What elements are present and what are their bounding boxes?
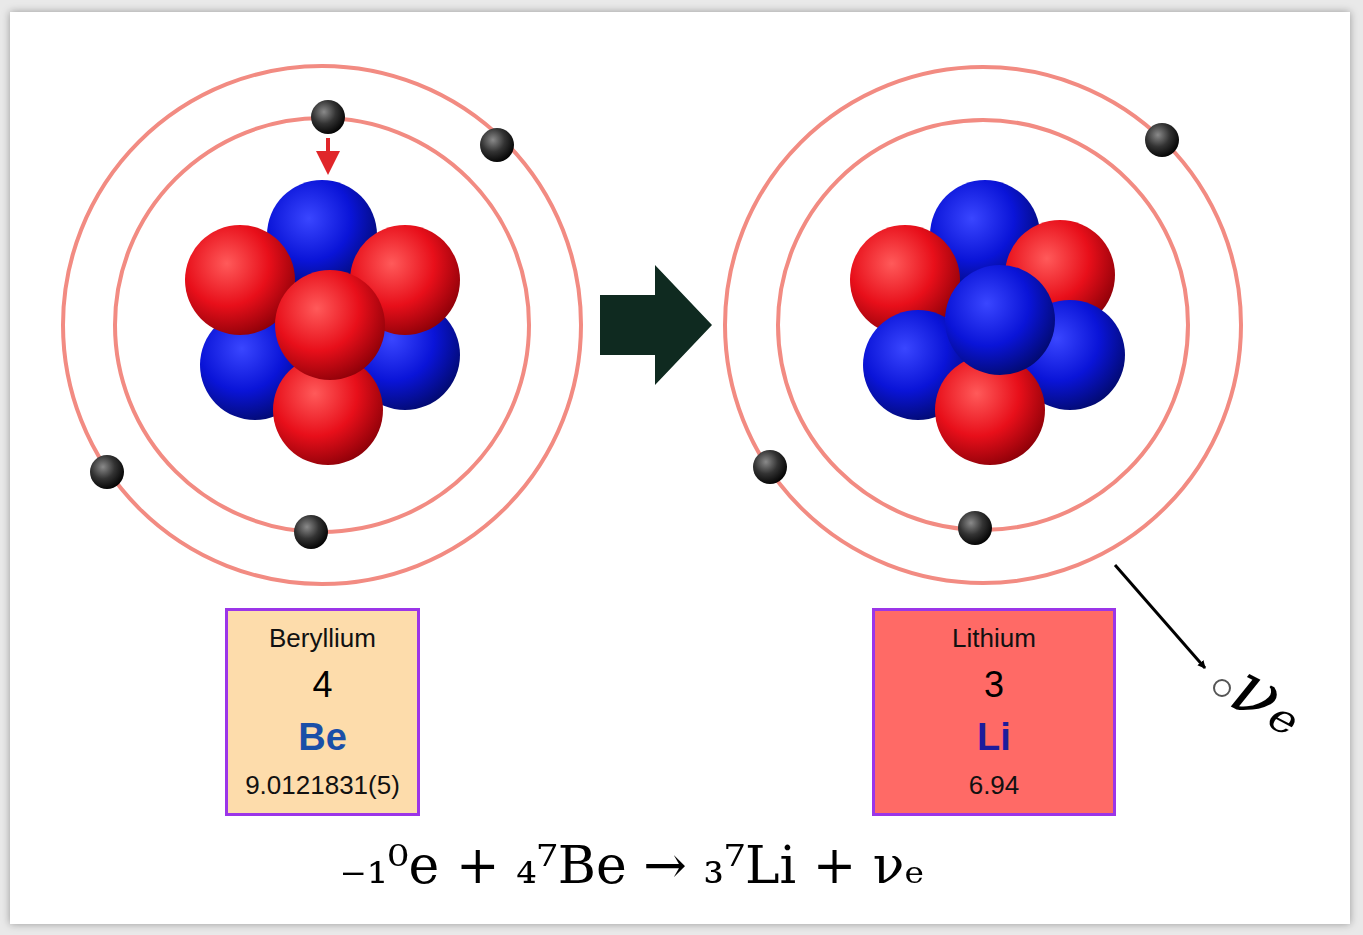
capture-arrow: [326, 138, 330, 163]
inner-orbit: [778, 120, 1188, 530]
atomic-mass: 9.0121831(5): [245, 772, 400, 799]
beryllium-atom: [63, 66, 581, 584]
atomic-mass: 6.94: [969, 772, 1020, 799]
neutrino-arrow: [1115, 565, 1205, 668]
atomic-number: 4: [312, 666, 332, 704]
nucleus: [850, 180, 1125, 465]
element-symbol: Be: [298, 718, 347, 758]
electrons: [753, 123, 1179, 545]
nucleus: [185, 180, 460, 465]
reaction-equation: ₋₁⁰e + ₄⁷Be → ₃⁷Li + νₑ: [339, 835, 924, 895]
inner-orbit: [115, 118, 529, 532]
electrons: [90, 100, 514, 549]
atomic-number: 3: [984, 666, 1004, 704]
element-symbol: Li: [977, 718, 1011, 758]
outer-orbit: [725, 67, 1241, 583]
lithium-atom: [725, 67, 1241, 583]
neutrino-symbol: νₑ: [1218, 645, 1321, 753]
reaction-arrow: [600, 265, 712, 385]
element-name: Lithium: [952, 625, 1036, 652]
element-tile: Beryllium 4Be 9.0121831(5): [225, 608, 420, 816]
neutrino-particle: [1214, 680, 1230, 696]
element-name: Beryllium: [269, 625, 376, 652]
element-tile: Lithium 3Li 6.94: [872, 608, 1116, 816]
outer-orbit: [63, 66, 581, 584]
